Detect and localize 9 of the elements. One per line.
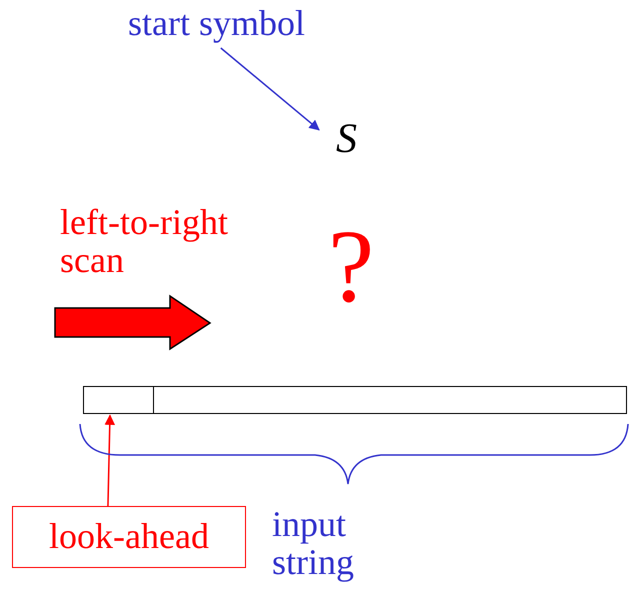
input-tape-bar xyxy=(83,386,627,414)
start-symbol-letter: S xyxy=(336,116,370,162)
input-string-label: input string xyxy=(272,506,356,582)
look-ahead-box: look-ahead xyxy=(12,506,246,568)
question-mark: ? xyxy=(328,212,376,322)
arrow xyxy=(220,47,320,130)
start-symbol-label: start symbol xyxy=(128,4,360,48)
scan-direction-label: left-to-right scan xyxy=(60,204,229,280)
arrow xyxy=(104,414,116,506)
